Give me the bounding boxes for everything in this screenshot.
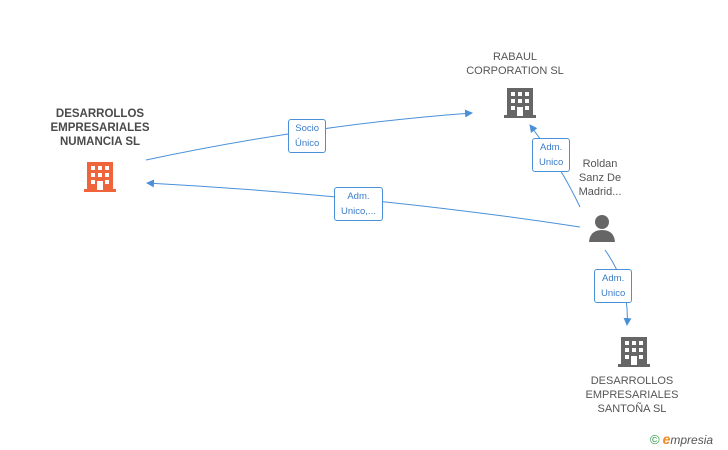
- building-icon[interactable]: [617, 335, 651, 369]
- copyright-icon: ©: [650, 432, 660, 447]
- building-icon[interactable]: [83, 160, 117, 194]
- node-label-rabaul[interactable]: RABAUL CORPORATION SL: [455, 50, 575, 78]
- node-label-line: DESARROLLOS: [55, 108, 145, 120]
- edge-label-line: Unico: [539, 157, 564, 168]
- node-label-line: CORPORATION SL: [466, 65, 564, 77]
- edge-label-adm-numancia[interactable]: Adm. Unico,...: [334, 187, 383, 221]
- brand-e: e: [662, 431, 671, 447]
- edge-label-line: Socio: [295, 123, 320, 134]
- node-label-line: Madrid...: [578, 186, 622, 198]
- building-icon[interactable]: [503, 86, 537, 120]
- edge-label-line: Unico,...: [341, 206, 376, 217]
- person-icon[interactable]: [587, 213, 617, 243]
- node-label-line: SANTOÑA SL: [597, 403, 667, 415]
- edge-label-adm-rabaul[interactable]: Adm. Unico: [532, 138, 571, 172]
- node-label-line: DESARROLLOS: [590, 375, 674, 387]
- node-label-line: NUMANCIA SL: [59, 136, 141, 148]
- node-label-line: EMPRESARIALES: [585, 389, 679, 401]
- brand-name: mpresia: [670, 433, 714, 447]
- edge-label-line: Adm.: [540, 142, 563, 153]
- node-label-santona[interactable]: DESARROLLOS EMPRESARIALES SANTOÑA SL: [572, 374, 692, 416]
- node-label-line: RABAUL: [492, 51, 538, 63]
- edge-label-adm-santona[interactable]: Adm. Unico: [594, 269, 633, 303]
- node-label-numancia[interactable]: DESARROLLOS EMPRESARIALES NUMANCIA SL: [30, 107, 170, 149]
- edge-label-line: Adm.: [347, 191, 370, 202]
- node-label-line: Roldan: [582, 158, 618, 170]
- edge-label-socio-unico[interactable]: Socio Único: [288, 119, 327, 153]
- edge-label-line: Adm.: [602, 273, 625, 284]
- node-label-line: EMPRESARIALES: [50, 122, 150, 134]
- edge-label-line: Unico: [601, 288, 626, 299]
- empresia-logo[interactable]: ©empresia: [650, 431, 713, 447]
- node-label-line: Sanz De: [578, 172, 622, 184]
- node-label-roldan[interactable]: Roldan Sanz De Madrid...: [566, 157, 634, 199]
- edge-label-line: Único: [295, 138, 320, 149]
